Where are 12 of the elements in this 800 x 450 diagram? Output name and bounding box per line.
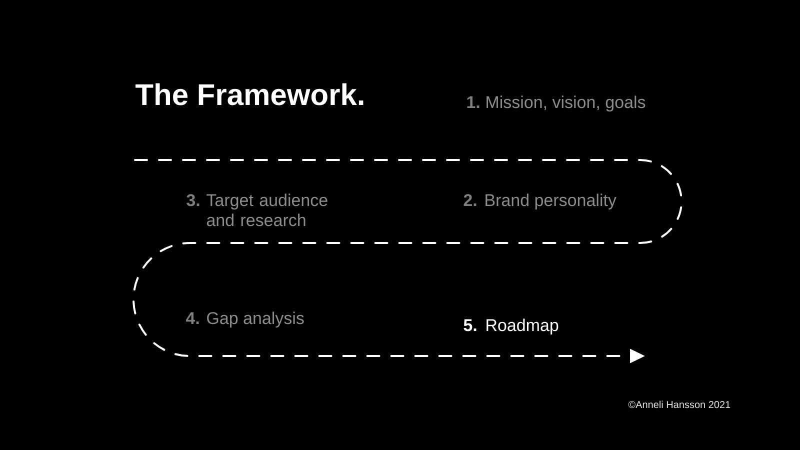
step-label: Target audience and research	[206, 194, 328, 226]
step-number: 5.	[464, 319, 476, 332]
step-label: Mission, vision, goals	[486, 96, 646, 112]
step-label: Roadmap	[486, 318, 558, 335]
step-number: 4.	[186, 312, 199, 324]
step-number: 2.	[464, 194, 476, 206]
step-number: 1.	[467, 96, 480, 108]
step-number: 3.	[186, 194, 200, 206]
copyright-note: ©Anneli Hansson 2021	[628, 400, 730, 408]
step-label: Gap analysis	[207, 312, 304, 328]
title: The Framework.	[136, 83, 364, 106]
step-label: Brand personality	[486, 194, 616, 210]
